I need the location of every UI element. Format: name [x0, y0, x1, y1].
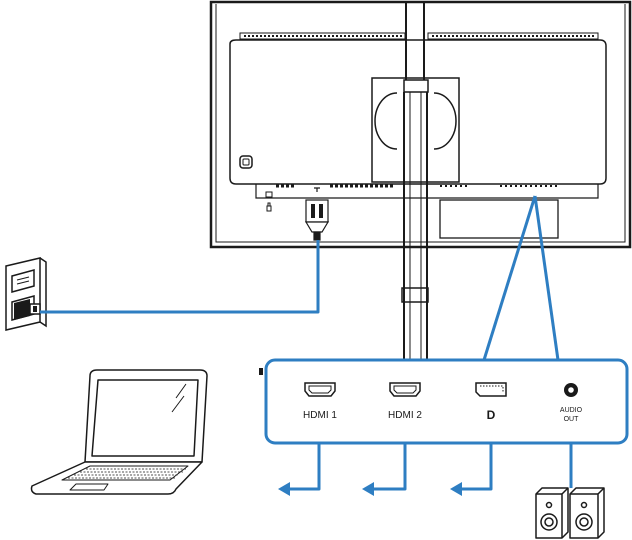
hdmi-port-icon: [389, 382, 421, 397]
port-audio-out: AUDIO OUT: [560, 383, 583, 423]
port-displayport: D: [475, 382, 507, 422]
port-label-line2: OUT: [564, 416, 580, 423]
callout-right: [533, 195, 560, 361]
laptop-icon: [30, 369, 208, 495]
panel-mark: [259, 368, 263, 375]
port-label: HDMI 2: [388, 410, 422, 421]
port-label: HDMI 1: [303, 410, 337, 421]
dp-cable: [460, 444, 493, 491]
hdmi1-cable: [288, 444, 321, 491]
hdmi1-arrow: [278, 482, 290, 496]
displayport-icon: [475, 382, 507, 397]
cable-arrows: [278, 482, 462, 496]
power-plug-icon: [304, 187, 330, 241]
monitor-stand: [401, 2, 429, 360]
power-cable: [40, 240, 320, 314]
port-hdmi2: HDMI 2: [388, 382, 422, 421]
wall-outlet-icon: [5, 257, 47, 331]
ports-panel: [264, 358, 629, 445]
hdmi2-arrow: [362, 482, 374, 496]
cables: [40, 195, 573, 491]
hdmi-port-icon: [304, 382, 336, 397]
dp-logo: D: [487, 408, 496, 422]
kensington-lock-icon: [265, 191, 273, 212]
port-hdmi1: HDMI 1: [303, 382, 337, 421]
callout-left: [482, 195, 537, 361]
hdmi2-cable: [372, 444, 407, 491]
dp-arrow: [450, 482, 462, 496]
outlet-plug-icon: [14, 299, 41, 320]
port-label-line1: AUDIO: [560, 407, 583, 414]
audio-jack-icon: [564, 383, 578, 397]
speakers-icon: [535, 487, 605, 539]
